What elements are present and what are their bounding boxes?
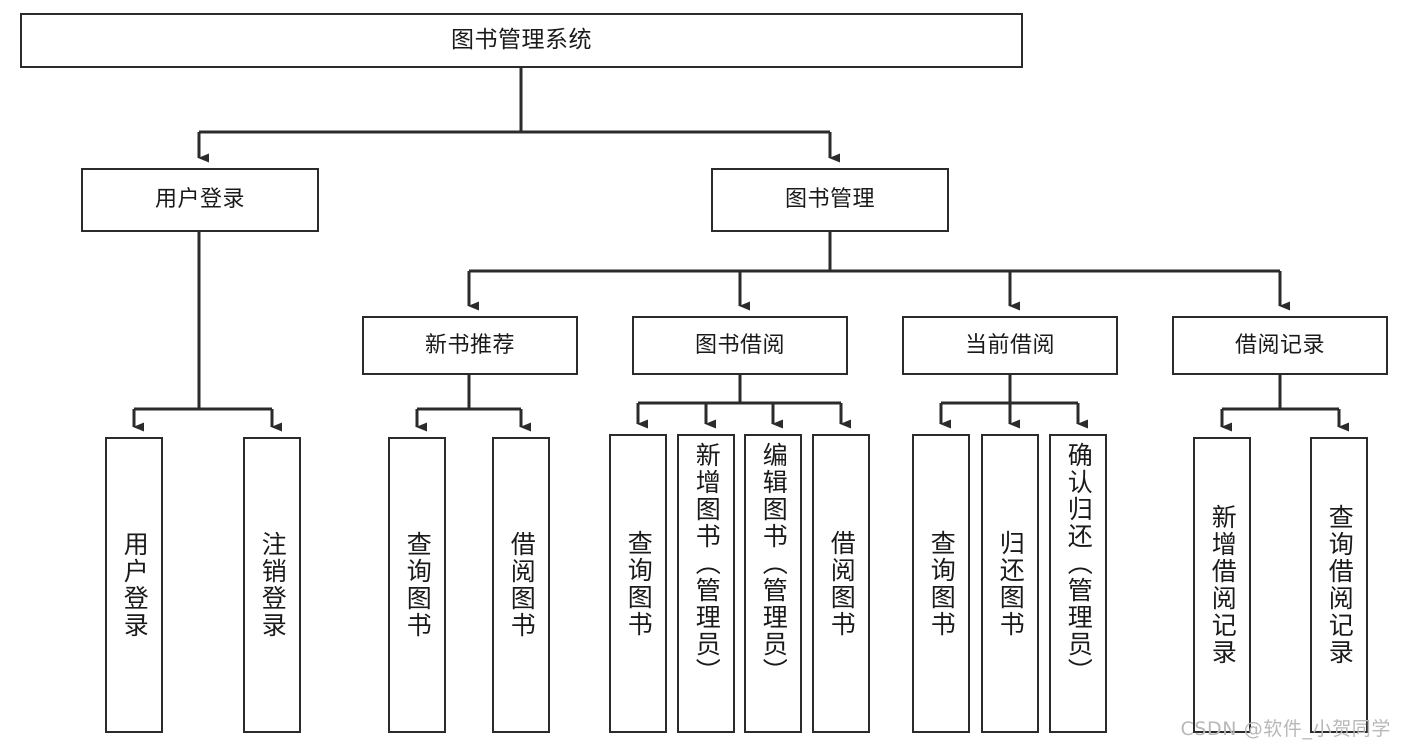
node-leaf-query-book-3[interactable]: 查询图书 [912,434,970,733]
node-leaf-user-logout[interactable]: 注销登录 [243,437,301,733]
node-label: 用户登录 [154,187,245,213]
node-label: 编辑图书（管理员） [759,442,789,685]
node-leaf-confirm-return[interactable]: 确认归还（管理员） [1049,434,1107,733]
node-label: 确认归还（管理员） [1064,442,1094,685]
node-label: 归还图书 [996,529,1026,638]
node-leaf-query-book-2[interactable]: 查询图书 [609,434,667,733]
node-label: 查询图书 [927,529,957,638]
node-leaf-edit-book[interactable]: 编辑图书（管理员） [744,434,802,733]
node-leaf-return-book[interactable]: 归还图书 [981,434,1039,733]
node-label: 借阅记录 [1234,332,1325,358]
node-label: 借阅图书 [507,531,537,639]
node-leaf-add-book[interactable]: 新增图书（管理员） [677,434,735,733]
node-leaf-add-record[interactable]: 新增借阅记录 [1193,437,1251,733]
node-label: 注销登录 [258,531,288,639]
watermark-text: CSDN @软件_小贺同学 [1180,718,1391,740]
node-label: 新增借阅记录 [1208,504,1238,666]
node-new-book-recommend[interactable]: 新书推荐 [362,316,578,375]
node-label: 查询图书 [403,531,433,639]
node-book-management[interactable]: 图书管理 [711,168,949,232]
node-label: 新增图书（管理员） [692,442,722,685]
node-leaf-query-book-1[interactable]: 查询图书 [388,437,446,733]
node-label: 用户登录 [120,531,150,639]
node-label: 图书管理系统 [451,26,592,53]
node-user-login[interactable]: 用户登录 [81,168,319,232]
node-label: 查询图书 [624,529,654,638]
node-label: 图书管理 [784,187,875,213]
node-current-borrow[interactable]: 当前借阅 [902,316,1118,375]
node-label: 查询借阅记录 [1325,504,1355,666]
node-leaf-borrow-book-1[interactable]: 借阅图书 [492,437,550,733]
node-leaf-borrow-book-2[interactable]: 借阅图书 [812,434,870,733]
node-label: 新书推荐 [424,332,515,358]
node-leaf-query-record[interactable]: 查询借阅记录 [1310,437,1368,733]
node-leaf-user-login[interactable]: 用户登录 [105,437,163,733]
node-label: 图书借阅 [694,332,785,358]
node-borrow-record[interactable]: 借阅记录 [1172,316,1388,375]
node-book-borrow[interactable]: 图书借阅 [632,316,848,375]
node-root-book-management-system[interactable]: 图书管理系统 [20,13,1023,68]
node-label: 借阅图书 [827,529,857,638]
node-label: 当前借阅 [964,332,1055,358]
